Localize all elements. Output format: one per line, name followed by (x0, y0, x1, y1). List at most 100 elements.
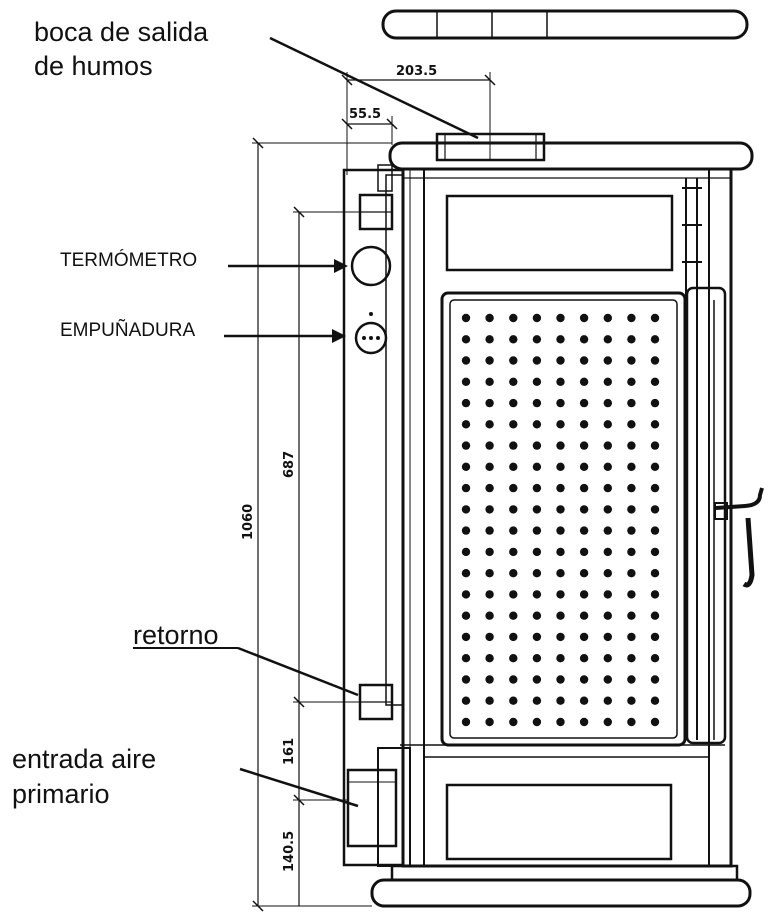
grill-hole (627, 696, 636, 705)
grill-hole (461, 356, 471, 365)
grill-hole (627, 526, 636, 535)
grill-hole (650, 313, 660, 323)
grill-hole (603, 590, 612, 599)
grill-hole (556, 377, 565, 386)
perforated-door (440, 291, 687, 747)
grill-hole (532, 420, 542, 429)
grill-hole (509, 505, 518, 514)
grill-hole (461, 569, 471, 578)
grill-hole (532, 377, 542, 386)
return-fitting (358, 683, 394, 721)
grill-hole (579, 526, 589, 535)
grill-hole (650, 356, 660, 365)
grill-hole (532, 526, 542, 535)
grill-hole (627, 611, 636, 620)
grill-hole (579, 654, 589, 663)
grill-hole (556, 441, 565, 450)
grill-hole (532, 483, 542, 493)
grill-hole (556, 420, 565, 429)
grill-hole (485, 335, 494, 344)
grill-hole (603, 569, 612, 578)
grill-hole (461, 377, 471, 386)
grill-hole (556, 462, 565, 471)
grill-hole (579, 590, 589, 599)
grill-hole (532, 547, 542, 557)
grill-hole (650, 526, 660, 535)
grill-hole (579, 547, 589, 557)
grill-hole (461, 590, 471, 599)
grill-hole (532, 611, 542, 620)
grill-hole (532, 313, 542, 323)
grill-hole (461, 696, 471, 705)
grill-hole (650, 696, 660, 705)
grill-hole (509, 696, 518, 705)
top-plate (388, 141, 754, 171)
grill-hole (532, 335, 542, 344)
label-thermometer: TERMÓMETRO (60, 249, 197, 271)
grill-hole (627, 398, 636, 408)
grill-hole (603, 377, 612, 386)
grill-hole (627, 420, 636, 429)
grill-hole (603, 611, 612, 620)
grill-hole (650, 675, 660, 684)
grill-hole (485, 632, 494, 642)
grill-hole (509, 441, 518, 450)
grill-hole (532, 696, 542, 705)
label-primary-air-2: primario (12, 779, 110, 809)
door-handle-lever (714, 487, 764, 588)
grill-hole (532, 675, 542, 684)
label-primary-air-1: entrada aire (12, 744, 156, 774)
grill-hole (532, 505, 542, 514)
grill-hole (509, 547, 518, 557)
grill-hole (509, 590, 518, 599)
grill-hole (461, 483, 471, 493)
grill-hole (485, 505, 494, 514)
grill-hole (650, 654, 660, 663)
grill-hole (579, 675, 589, 684)
grill-hole (485, 717, 494, 727)
grill-hole (650, 483, 660, 493)
lower-panel (445, 783, 673, 861)
grill-hole (603, 441, 612, 450)
grill-hole (603, 505, 612, 514)
grill-hole (627, 505, 636, 514)
grill-hole (650, 717, 660, 727)
grill-hole (461, 611, 471, 620)
grill-hole (627, 462, 636, 471)
grill-hole (556, 654, 565, 663)
grill-hole (556, 356, 565, 365)
grill-hole (556, 696, 565, 705)
grill-hole (485, 611, 494, 620)
grill-hole (627, 377, 636, 386)
grill-hole (627, 569, 636, 578)
grill-hole (650, 398, 660, 408)
grill-hole (485, 654, 494, 663)
grill-hole (461, 505, 471, 514)
grill-hole (650, 335, 660, 344)
grill-hole (627, 717, 636, 727)
grill-hole (603, 717, 612, 727)
grill-hole (650, 441, 660, 450)
grill-hole (603, 462, 612, 471)
grill-hole (556, 313, 565, 323)
grill-hole (627, 313, 636, 323)
grill-hole (509, 675, 518, 684)
grill-hole (579, 313, 589, 323)
grill-hole (532, 569, 542, 578)
top-plate-exploded (381, 9, 749, 40)
grill-hole (579, 696, 589, 705)
grill-hole (485, 675, 494, 684)
side-rail (682, 178, 727, 745)
grill-hole (485, 313, 494, 323)
grill-hole (509, 335, 518, 344)
grill-hole (532, 590, 542, 599)
dim-flue-small-offset: 55.5 (349, 107, 381, 122)
grill-hole (461, 526, 471, 535)
grill-hole (650, 505, 660, 514)
stove-base (370, 864, 752, 908)
grill-hole (556, 335, 565, 344)
grill-hole (461, 398, 471, 408)
grill-hole (461, 654, 471, 663)
grill-hole (579, 462, 589, 471)
grill-hole (485, 590, 494, 599)
